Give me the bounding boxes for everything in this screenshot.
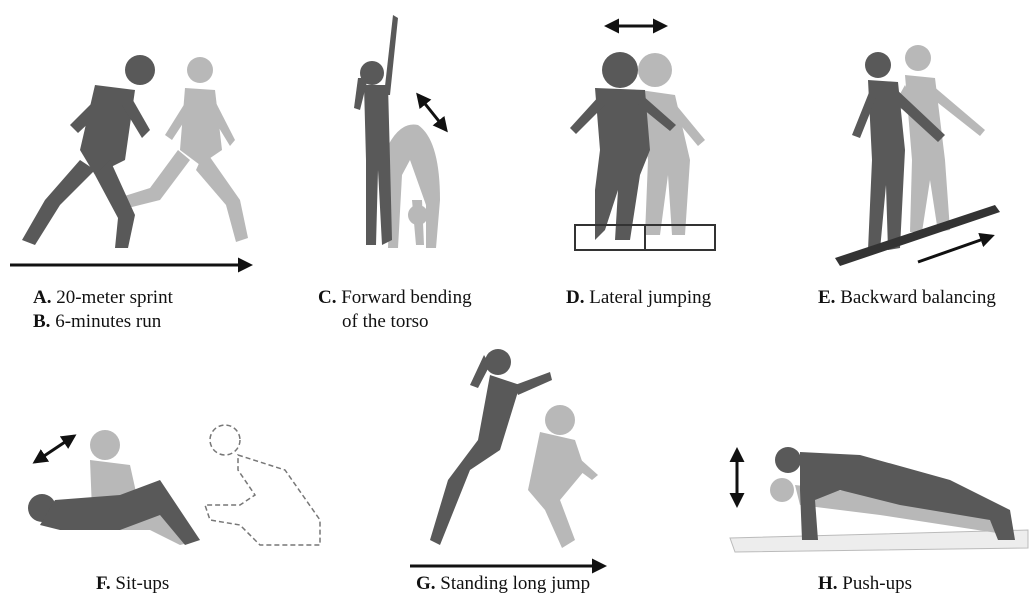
caption-a-text: 20-meter sprint xyxy=(56,287,173,308)
caption-f-letter: F. xyxy=(96,573,111,594)
jumper-dark-figure-g xyxy=(430,349,552,545)
squat-light-figure xyxy=(528,405,598,548)
caption-a-letter: A. xyxy=(33,287,51,308)
caption-d-letter: D. xyxy=(566,287,584,308)
caption-c-line2: of the torso xyxy=(342,310,429,334)
caption-c-text2: of the torso xyxy=(342,311,429,332)
bend-direction-arrow xyxy=(418,95,446,130)
caption-g-letter: G. xyxy=(416,573,436,594)
caption-h-letter: H. xyxy=(818,573,838,594)
situp-direction-arrow xyxy=(35,436,74,462)
forward-bend-figures xyxy=(354,15,440,248)
caption-b: B. 6-minutes run xyxy=(33,310,161,334)
caption-h-text: Push-ups xyxy=(842,573,912,594)
balance-figures xyxy=(835,45,1000,266)
caption-f-text: Sit-ups xyxy=(115,573,169,594)
long-jump-figures xyxy=(430,349,598,548)
caption-e-letter: E. xyxy=(818,287,835,308)
situp-figures xyxy=(28,425,320,545)
caption-c-text: Forward bending xyxy=(341,287,471,308)
caption-d: D. Lateral jumping xyxy=(566,286,711,310)
caption-h: H. Push-ups xyxy=(818,572,912,596)
sprint-figures xyxy=(22,55,248,248)
caption-g: G. Standing long jump xyxy=(416,572,590,596)
runner-dark-figure xyxy=(22,55,155,248)
caption-f: F. Sit-ups xyxy=(96,572,169,596)
caption-b-text: 6-minutes run xyxy=(55,311,161,332)
pushup-mat xyxy=(730,530,1028,552)
balance-direction-arrow xyxy=(918,236,992,262)
caption-e-text: Backward balancing xyxy=(840,287,996,308)
caption-e: E. Backward balancing xyxy=(818,286,996,310)
caption-d-text: Lateral jumping xyxy=(589,287,711,308)
caption-a: A. 20-meter sprint xyxy=(33,286,173,310)
caption-b-letter: B. xyxy=(33,311,50,332)
lateral-jump-figures xyxy=(570,52,715,250)
pushup-figures xyxy=(730,447,1028,552)
caption-c-letter: C. xyxy=(318,287,336,308)
caption-c: C. Forward bending xyxy=(318,286,472,310)
helper-outline-figure xyxy=(205,425,320,545)
caption-g-text: Standing long jump xyxy=(440,573,590,594)
